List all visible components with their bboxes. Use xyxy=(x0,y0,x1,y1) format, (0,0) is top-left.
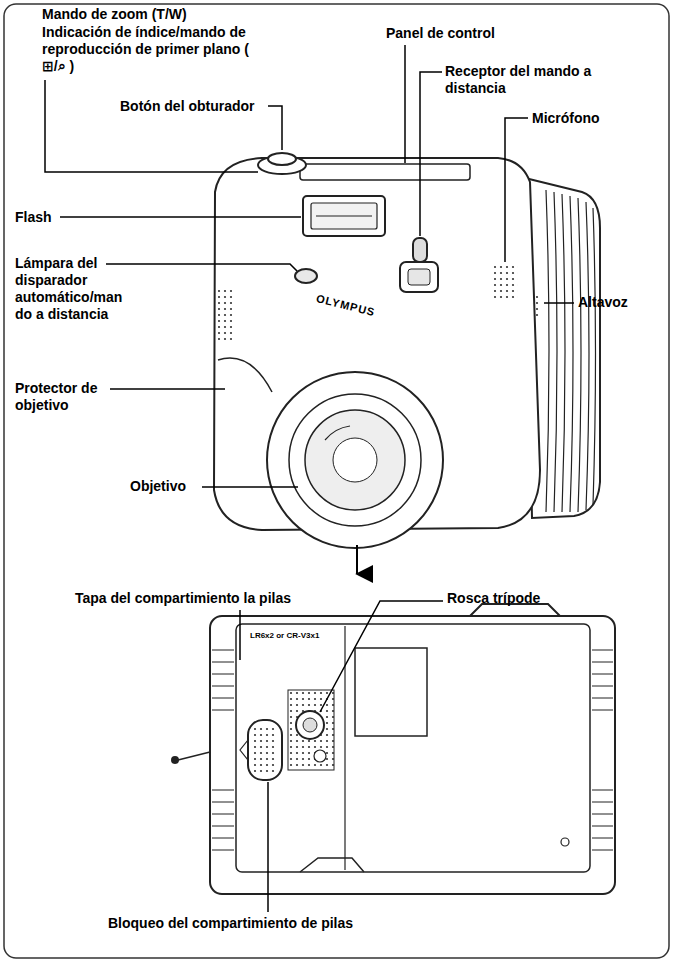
part-label: Mando de zoom (T/W) xyxy=(42,6,282,23)
part-label: Rosca trípode xyxy=(447,590,587,607)
leader-lines xyxy=(45,45,574,912)
part-label: Receptor del mando a distancia xyxy=(445,63,610,97)
part-label: Botón del obturador xyxy=(120,98,280,115)
brand-text: OLYMPUS xyxy=(315,292,405,326)
frame xyxy=(4,4,669,958)
part-label: Tapa del compartimiento la pilas xyxy=(75,590,365,607)
camera-bottom xyxy=(172,604,615,894)
battery-marking: LR6x2 or CR-V3x1 xyxy=(250,631,342,641)
part-label: Flash xyxy=(15,209,85,226)
part-label: Bloqueo del compartimiento de pilas xyxy=(108,915,468,932)
part-label: Protector de objetivo xyxy=(15,380,117,414)
view-arrow xyxy=(356,545,358,574)
part-label: Lámpara del disparador automático/man do… xyxy=(15,255,135,323)
part-label: Micrófono xyxy=(532,110,632,127)
part-label: Objetivo xyxy=(130,478,220,495)
part-label: Indicación de índice/mando de reproducci… xyxy=(42,24,254,75)
part-label: Altavoz xyxy=(578,294,658,311)
camera-front xyxy=(214,153,600,548)
part-label: Panel de control xyxy=(386,25,536,42)
